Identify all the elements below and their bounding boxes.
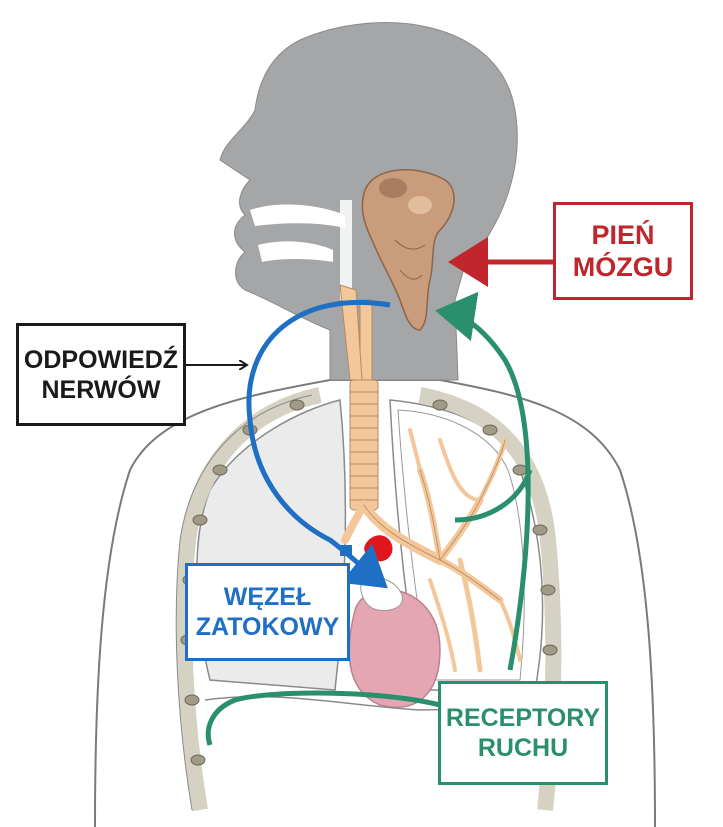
pharynx (340, 200, 352, 300)
label-sinus-node-line1: WĘZEŁ (224, 582, 312, 612)
label-nerve-response-line2: NERWÓW (42, 375, 161, 405)
label-sinus-node: WĘZEŁ ZATOKOWY (185, 563, 350, 661)
label-brainstem: PIEŃ MÓZGU (553, 202, 693, 300)
label-motion-receptors: RECEPTORY RUCHU (438, 681, 608, 785)
label-sinus-node-line2: ZATOKOWY (196, 612, 340, 642)
label-motion-receptors-line2: RUCHU (478, 733, 568, 763)
label-nerve-response: ODPOWIEDŹ NERWÓW (16, 323, 186, 426)
label-motion-receptors-line1: RECEPTORY (446, 703, 600, 733)
label-brainstem-line1: PIEŃ (591, 219, 654, 251)
label-nerve-response-line1: ODPOWIEDŹ (24, 345, 178, 375)
label-brainstem-line2: MÓZGU (573, 251, 674, 283)
